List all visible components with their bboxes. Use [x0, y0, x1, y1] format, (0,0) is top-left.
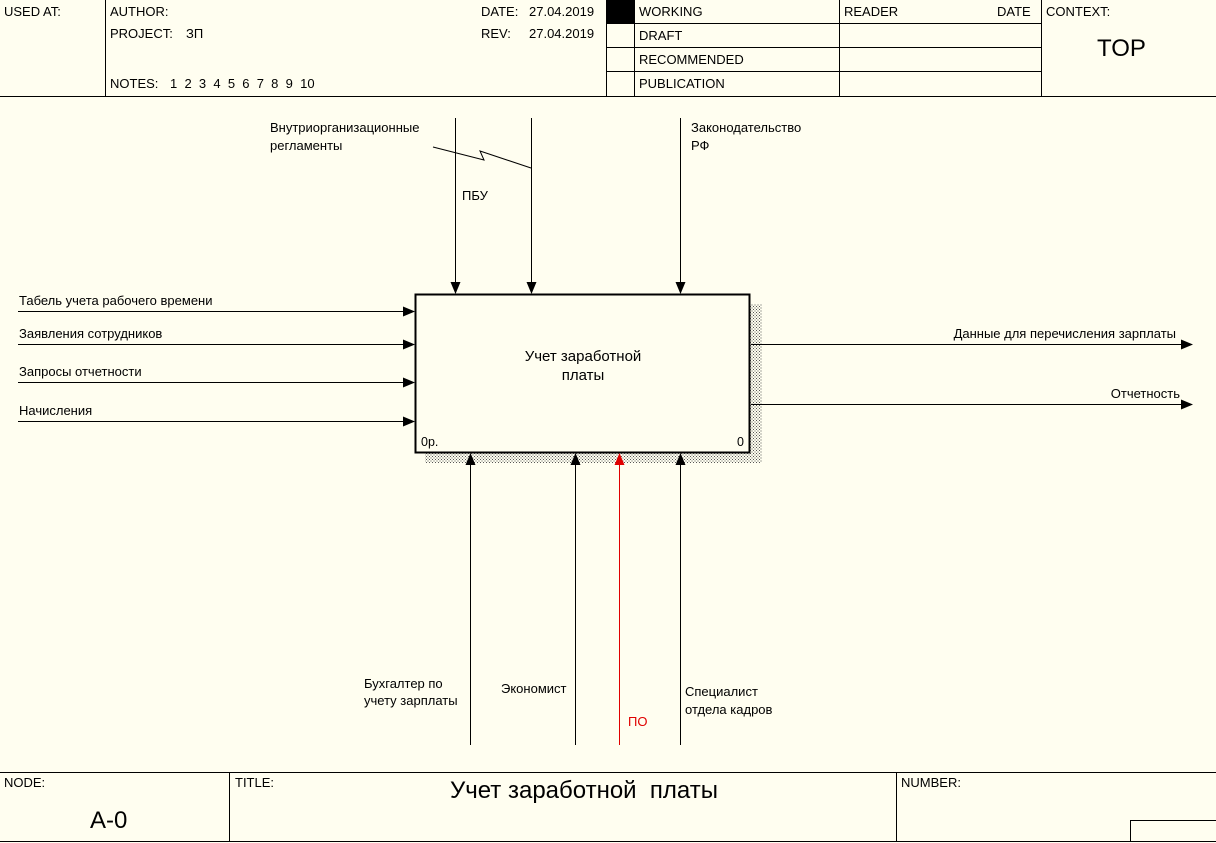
- activity-box-number: 0: [737, 435, 744, 449]
- node-value: A-0: [90, 807, 127, 834]
- reader-date-label: DATE: [997, 4, 1031, 19]
- rev-label: REV:: [481, 26, 511, 41]
- status-publication: PUBLICATION: [639, 76, 725, 91]
- mechanism-label-hr-line2: отдела кадров: [685, 702, 773, 717]
- status-draft: DRAFT: [639, 28, 682, 43]
- mechanism-label-software: ПО: [628, 714, 647, 729]
- activity-box-title-line2: платы: [562, 367, 605, 384]
- title-label: TITLE:: [235, 775, 274, 790]
- mechanism-label-economist: Экономист: [501, 681, 567, 696]
- mechanism-label-accountant-line2: учету зарплаты: [364, 693, 458, 708]
- number-label: NUMBER:: [901, 775, 961, 790]
- project-label: PROJECT:: [110, 26, 173, 41]
- working-status-marker: [607, 0, 634, 23]
- mechanism-label-accountant-line1: Бухгалтер по: [364, 676, 443, 691]
- footer-frame: [0, 772, 1216, 842]
- author-label: AUTHOR:: [110, 4, 169, 19]
- control-label-pbu: ПБУ: [462, 188, 489, 203]
- control-label-law-line2: РФ: [691, 138, 710, 153]
- context-value: TOP: [1097, 35, 1146, 62]
- internal-regulations-squiggle: [432, 146, 532, 169]
- notes-values: 1 2 3 4 5 6 7 8 9 10: [170, 76, 315, 91]
- footer-title-value: Учет заработной платы: [450, 777, 718, 804]
- activity-box-title-line1: Учет заработной: [525, 348, 642, 365]
- notes-label: NOTES:: [110, 76, 158, 91]
- output-label-reporting: Отчетность: [1111, 386, 1180, 401]
- output-label-payment-data: Данные для перечисления зарплаты: [954, 326, 1176, 341]
- activity-box[interactable]: [414, 293, 751, 454]
- input-label-applications: Заявления сотрудников: [19, 326, 162, 341]
- date-label: DATE:: [481, 4, 518, 19]
- input-label-timesheet: Табель учета рабочего времени: [19, 293, 213, 308]
- control-label-internal-line2: регламенты: [270, 138, 342, 153]
- activity-box-cost: 0р.: [421, 435, 438, 449]
- project-value: ЗП: [186, 26, 203, 41]
- status-recommended: RECOMMENDED: [639, 52, 744, 67]
- control-label-internal-line1: Внутриорганизационные: [270, 120, 419, 135]
- status-working: WORKING: [639, 4, 703, 19]
- used-at-label: USED AT:: [4, 4, 61, 19]
- mechanism-label-hr-line1: Специалист: [685, 684, 758, 699]
- reader-label: READER: [844, 4, 898, 19]
- context-label: CONTEXT:: [1046, 4, 1110, 19]
- header-frame: [0, 0, 1216, 97]
- input-label-accruals: Начисления: [19, 403, 92, 418]
- control-label-law-line1: Законодательство: [691, 120, 801, 135]
- date-value: 27.04.2019: [529, 4, 594, 19]
- input-label-report-requests: Запросы отчетности: [19, 364, 142, 379]
- node-label: NODE:: [4, 775, 45, 790]
- rev-value: 27.04.2019: [529, 26, 594, 41]
